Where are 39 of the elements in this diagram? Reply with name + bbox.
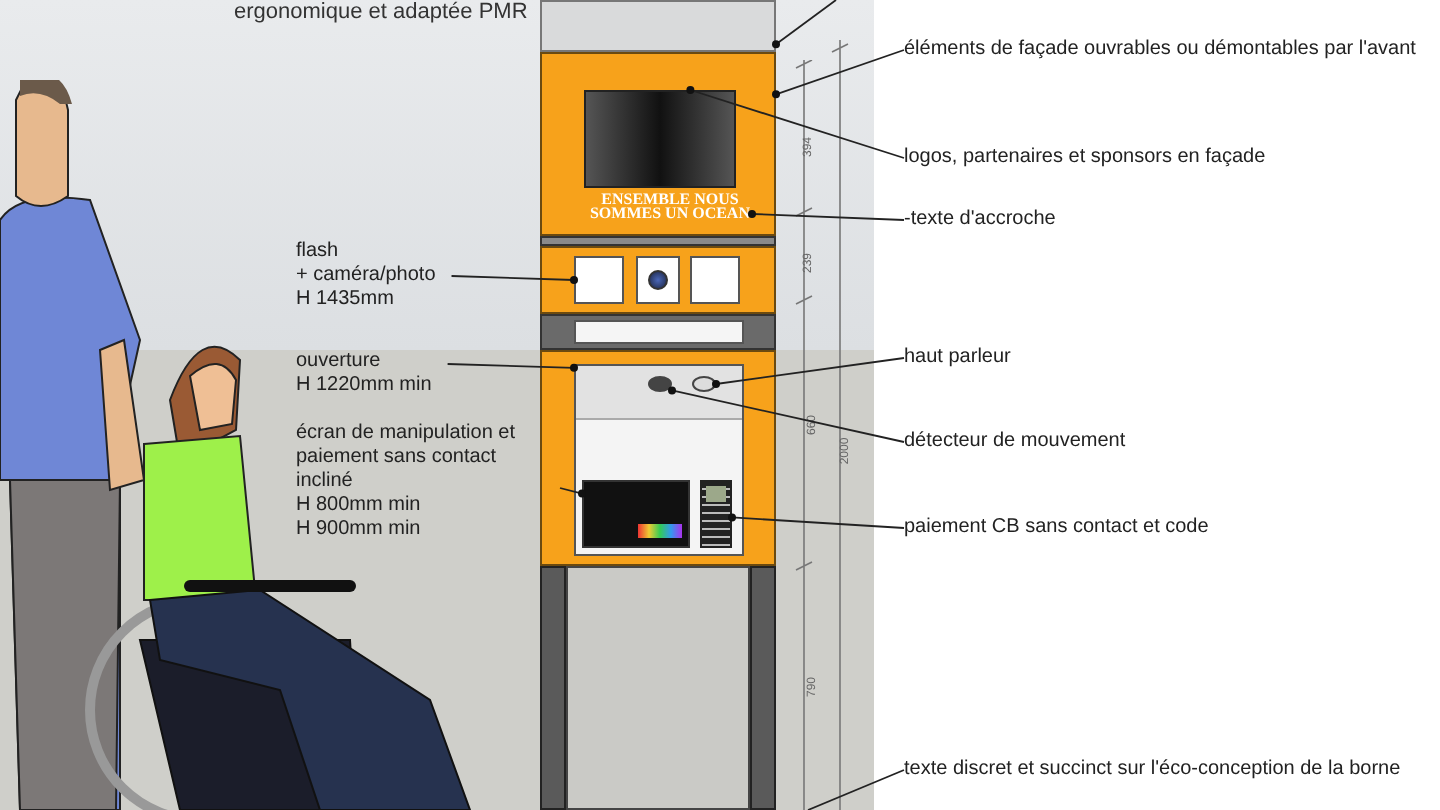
- callout-text: -texte d'accroche: [904, 208, 1056, 232]
- callout-text: H 1220mm min: [296, 374, 432, 398]
- opening-recess: [574, 364, 744, 556]
- kiosk-top-frame: [540, 0, 776, 52]
- callout-text: éléments de façade ouvrables ou démontables par l'avant: [904, 38, 1416, 62]
- leader-line: [686, 86, 905, 159]
- front-panel: [540, 52, 776, 236]
- slogan-text: ENSEMBLE NOUS SOMMES UN OCEAN: [588, 192, 752, 236]
- leader-line: [748, 210, 905, 221]
- leader-line: [772, 49, 905, 99]
- leader-line: [668, 386, 905, 443]
- leader-line: [446, 363, 578, 372]
- leader-line: [807, 769, 905, 810]
- callout-text: logos, partenaires et sponsors en façade: [904, 146, 1266, 170]
- callout-text: + caméra/photo: [296, 264, 436, 288]
- callout-text: H 800mm min: [296, 494, 423, 518]
- callout-text: texte discret et succinct sur l'éco-conception de la borne: [904, 758, 1401, 782]
- touch-screen: [582, 480, 690, 548]
- leader-line: [450, 275, 578, 284]
- flash-panel: [540, 246, 776, 314]
- callout-text: flash: [296, 240, 341, 264]
- leader-line: [728, 513, 905, 529]
- callout-text: paiement CB sans contact et code: [904, 516, 1209, 540]
- callout-text: ouverture: [296, 350, 383, 374]
- callout-text: H 1435mm: [296, 288, 396, 312]
- callout-text: détecteur de mouvement: [904, 430, 1126, 454]
- flash-window: [574, 256, 624, 304]
- display-screen: [584, 90, 736, 188]
- leader-line: [712, 357, 905, 388]
- callout-text: haut parleur: [904, 346, 1011, 370]
- note-text: ergonomique et adaptée PMR: [234, 0, 528, 26]
- callout-text: écran de manipulation et paiement sans contact incliné: [296, 422, 518, 494]
- payment-terminal-icon: [700, 480, 732, 548]
- lower-panel: [540, 350, 776, 566]
- callout-text: H 900mm min: [296, 518, 423, 542]
- leader-line: [772, 0, 837, 49]
- camera-window: [636, 256, 680, 304]
- leader-line: [559, 487, 586, 498]
- blank-window: [690, 256, 740, 304]
